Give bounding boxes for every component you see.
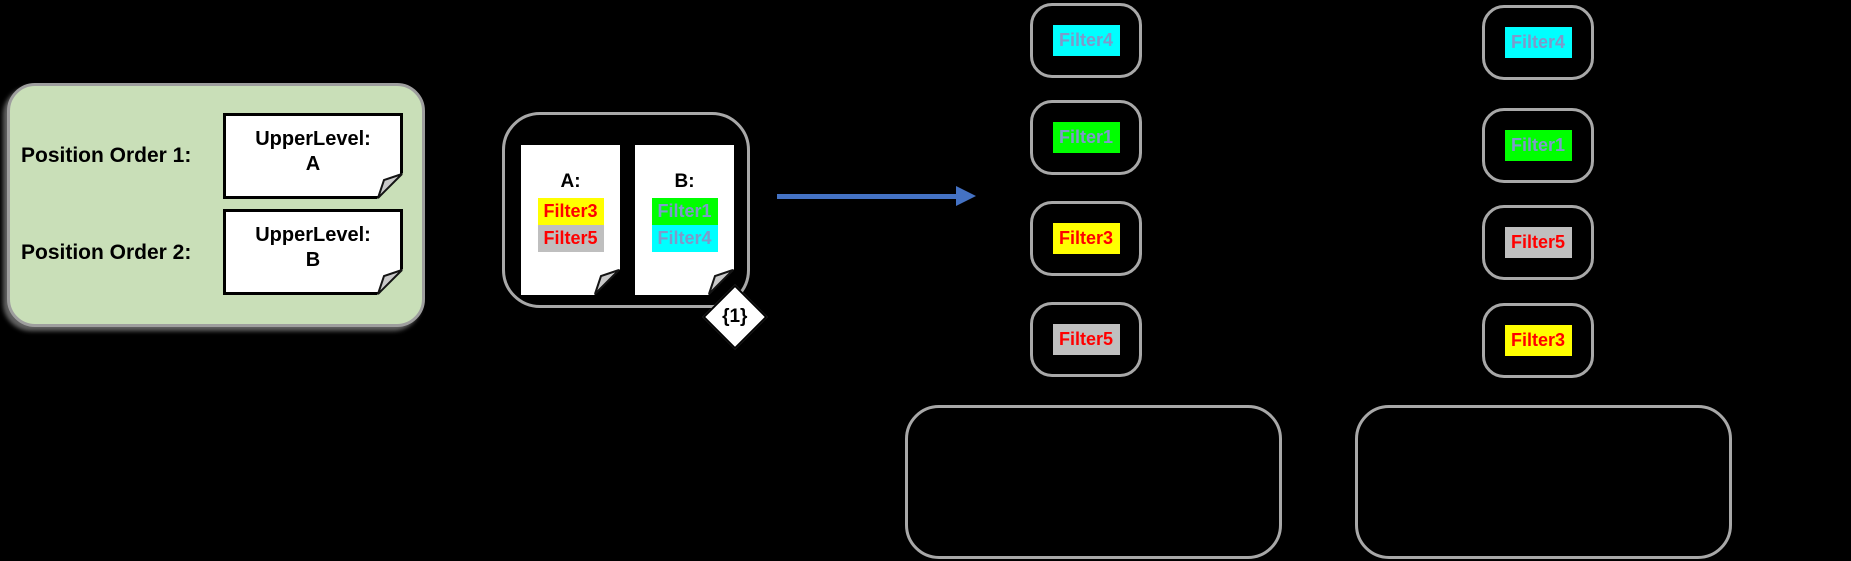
filter-chip: Filter4 [651,225,718,252]
filter-chip-label: Filter3 [1052,223,1120,254]
flow-arrow [777,194,959,199]
folded-corner-icon [708,269,734,295]
document-b: B: Filter1 Filter4 [635,145,734,295]
folded-corner-icon [377,173,403,199]
result1-chip-filter5: Filter5 [1030,302,1142,377]
filter-source-group: A: Filter3 Filter5 B: Filter1 Filter4 [502,112,750,308]
filter-chip: Filter5 [537,225,604,252]
upper-level-a-note: UpperLevel: A [223,113,403,199]
result-panel-1 [905,405,1282,559]
upper-level-b-note: UpperLevel: B [223,209,403,295]
flow-arrow-head-icon [956,186,976,206]
filter-chip-label: Filter5 [1504,227,1572,258]
note-value: A [305,153,321,175]
filter-chip-label: Filter1 [1504,130,1572,161]
result-panel-2 [1355,405,1732,559]
result2-chip-filter4: Filter4 [1482,5,1594,80]
position-order-1-label: Position Order 1: [21,144,192,167]
filter-chip-label: Filter4 [1504,27,1572,58]
position-order-2-label: Position Order 2: [21,241,192,264]
result2-chip-filter1: Filter1 [1482,108,1594,183]
note-text: UpperLevel: [255,224,371,246]
document-a: A: Filter3 Filter5 [521,145,620,295]
note-value: B [305,249,321,271]
document-b-title: B: [674,171,695,192]
filter-chip-label: Filter4 [1052,25,1120,56]
result1-chip-filter1: Filter1 [1030,100,1142,175]
filter-chip-label: Filter5 [1052,324,1120,355]
position-order-legend: Position Order 1: UpperLevel: A Position… [7,83,425,327]
filter-chip: Filter1 [651,198,718,225]
result2-chip-filter3: Filter3 [1482,303,1594,378]
cardinality-badge-text: {1} [722,305,748,327]
filter-chip-label: Filter1 [1052,122,1120,153]
filter-chip-label: Filter3 [1504,325,1572,356]
document-a-title: A: [560,171,581,192]
result1-chip-filter4: Filter4 [1030,3,1142,78]
folded-corner-icon [594,269,620,295]
result2-chip-filter5: Filter5 [1482,205,1594,280]
note-text: UpperLevel: [255,128,371,150]
filter-chip: Filter3 [537,198,604,225]
result1-chip-filter3: Filter3 [1030,201,1142,276]
folded-corner-icon [377,269,403,295]
